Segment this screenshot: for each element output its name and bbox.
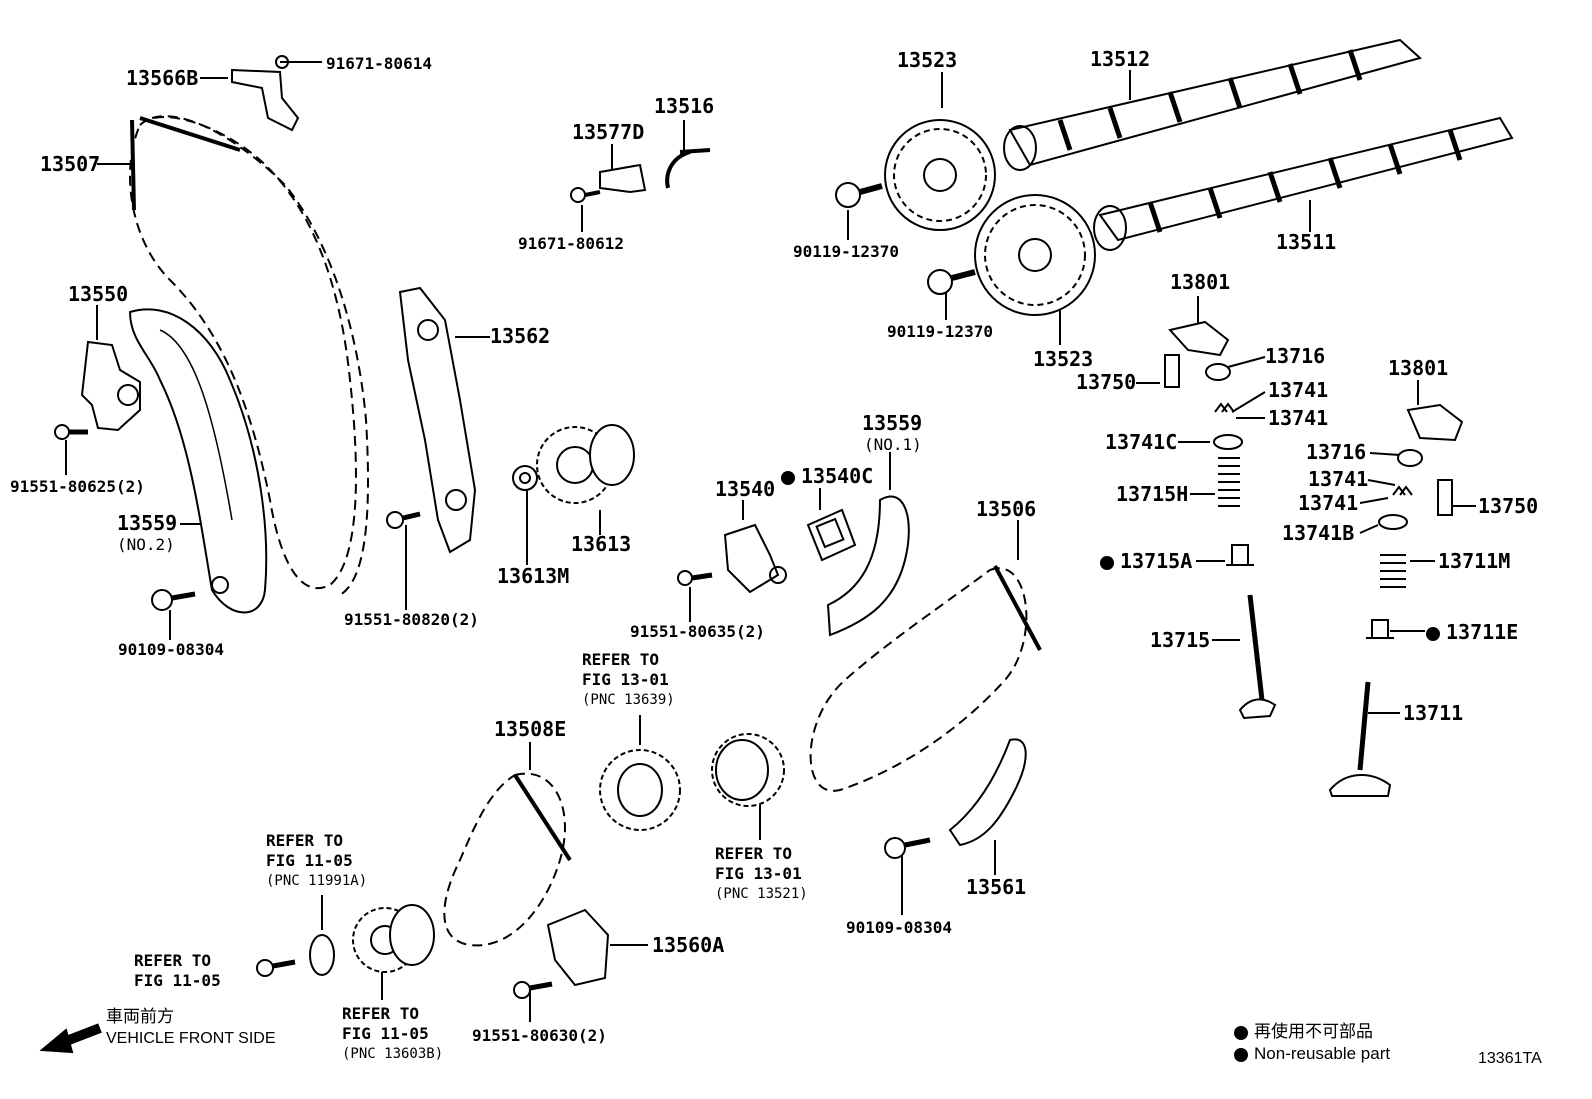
part-label-13801-exhaust: 13801 xyxy=(1388,356,1449,380)
part-label-13550: 13550 xyxy=(68,282,129,306)
part-label-90109-08304-right: 90109-08304 xyxy=(846,918,952,937)
part-label-13741-intake-a: 13741 xyxy=(1268,378,1329,402)
non-reusable-legend: 再使用不可部品 Non-reusable part xyxy=(1234,1021,1390,1065)
refer-line: REFER TO xyxy=(715,844,793,863)
part-label-13711: 13711 xyxy=(1403,701,1464,725)
vehicle-front-label: 車両前方 VEHICLE FRONT SIDE xyxy=(106,1006,276,1050)
part-label-13523-upper: 13523 xyxy=(897,48,958,72)
part-label-90109-08304-left: 90109-08304 xyxy=(118,640,224,659)
refer-line: FIG 11-05 xyxy=(134,971,221,990)
refer-line: REFER TO xyxy=(266,831,344,850)
part-label-91551-80820: 91551-80820(2) xyxy=(344,610,479,629)
legend-bullet xyxy=(1234,1025,1248,1040)
part-label-13540: 13540 xyxy=(715,477,776,501)
part-label-13750-intake: 13750 xyxy=(1076,370,1137,394)
part-label-13566B: 13566B xyxy=(126,66,199,90)
part-label-90119-12370-lower: 90119-12370 xyxy=(887,322,993,341)
part-label-13715H: 13715H xyxy=(1116,482,1189,506)
part-label-13516: 13516 xyxy=(654,94,715,118)
part-label-13711E: 13711E xyxy=(1426,622,1518,642)
part-label-13507: 13507 xyxy=(40,152,101,176)
part-label-13741C: 13741C xyxy=(1105,430,1178,454)
refer-line: FIG 13-01 xyxy=(715,864,802,883)
figure-code: 13361TA xyxy=(1478,1050,1542,1067)
part-label-13741-intake-b: 13741 xyxy=(1268,406,1329,430)
part-label-13559-no1: 13559 xyxy=(862,411,923,435)
part-label-13716-exhaust: 13716 xyxy=(1306,440,1367,464)
legend-bullet xyxy=(1234,1047,1248,1062)
part-label-13711E-text: 13711E xyxy=(1446,620,1519,644)
refer-line: REFER TO xyxy=(134,951,212,970)
refer-note-fig13-01-13521: REFER TO FIG 13-01 (PNC 13521) xyxy=(715,844,808,904)
refer-line: (PNC 13639) xyxy=(582,692,675,708)
part-label-91671-80612: 91671-80612 xyxy=(518,234,624,253)
non-reusable-bullet xyxy=(1426,626,1440,641)
part-label-13561: 13561 xyxy=(966,875,1027,899)
refer-line: (PNC 11991A) xyxy=(266,873,368,889)
part-label-13711M: 13711M xyxy=(1438,549,1511,573)
refer-line: (PNC 13603B) xyxy=(342,1046,444,1062)
part-label-13715: 13715 xyxy=(1150,628,1211,652)
refer-note-fig11-05-11991A: REFER TO FIG 11-05 (PNC 11991A) xyxy=(266,831,367,891)
non-reusable-bullet xyxy=(781,470,795,485)
part-label-13801-intake: 13801 xyxy=(1170,270,1231,294)
part-label-13715A: 13715A xyxy=(1100,551,1192,571)
part-label-13750-exhaust: 13750 xyxy=(1478,494,1539,518)
legend-jp-text: 再使用不可部品 xyxy=(1254,1022,1373,1041)
part-label-13741-exhaust-a: 13741 xyxy=(1308,467,1369,491)
part-label-13523-lower: 13523 xyxy=(1033,347,1094,371)
refer-line: FIG 13-01 xyxy=(582,670,669,689)
refer-note-fig11-05: REFER TO FIG 11-05 xyxy=(134,951,221,991)
legend-en-text: Non-reusable part xyxy=(1254,1044,1391,1063)
part-label-91671-80614: 91671-80614 xyxy=(326,54,432,73)
part-label-90119-12370-upper: 90119-12370 xyxy=(793,242,899,261)
refer-line: REFER TO xyxy=(582,650,660,669)
legend-row-jp: 再使用不可部品 xyxy=(1234,1021,1390,1043)
part-label-13540C: 13540C xyxy=(781,466,873,486)
refer-line: (PNC 13521) xyxy=(715,886,808,902)
part-label-13560A: 13560A xyxy=(652,933,725,957)
part-label-13562: 13562 xyxy=(490,324,551,348)
refer-line: FIG 11-05 xyxy=(266,851,353,870)
part-label-13741-exhaust-b: 13741 xyxy=(1298,491,1359,515)
refer-line: FIG 11-05 xyxy=(342,1024,429,1043)
part-label-13613: 13613 xyxy=(571,532,632,556)
part-label-13577D: 13577D xyxy=(572,120,645,144)
refer-note-fig11-05-13603B: REFER TO FIG 11-05 (PNC 13603B) xyxy=(342,1004,443,1064)
part-label-13741B: 13741B xyxy=(1282,521,1355,545)
part-label-13511: 13511 xyxy=(1276,230,1337,254)
refer-line: REFER TO xyxy=(342,1004,420,1023)
part-label-91551-80630: 91551-80630(2) xyxy=(472,1026,607,1045)
part-label-13716-intake: 13716 xyxy=(1265,344,1326,368)
part-label-13613M: 13613M xyxy=(497,564,570,588)
part-label-13559-no1-sub: (NO.1) xyxy=(864,435,922,454)
part-label-13559-no2-sub: (NO.2) xyxy=(117,535,175,554)
part-label-13715A-text: 13715A xyxy=(1120,549,1193,573)
part-label-13512: 13512 xyxy=(1090,47,1151,71)
non-reusable-bullet xyxy=(1100,555,1114,570)
part-label-91551-80635: 91551-80635(2) xyxy=(630,622,765,641)
part-label-13559-no2: 13559 xyxy=(117,511,178,535)
vehicle-front-en: VEHICLE FRONT SIDE xyxy=(106,1030,276,1047)
part-label-13506: 13506 xyxy=(976,497,1037,521)
part-label-13508E: 13508E xyxy=(494,717,567,741)
part-label-91551-80625: 91551-80625(2) xyxy=(10,477,145,496)
vehicle-front-jp: 車両前方 xyxy=(106,1007,174,1026)
part-label-13540C-text: 13540C xyxy=(801,464,874,488)
legend-row-en: Non-reusable part xyxy=(1234,1043,1390,1065)
refer-note-fig13-01-13639: REFER TO FIG 13-01 (PNC 13639) xyxy=(582,650,675,710)
